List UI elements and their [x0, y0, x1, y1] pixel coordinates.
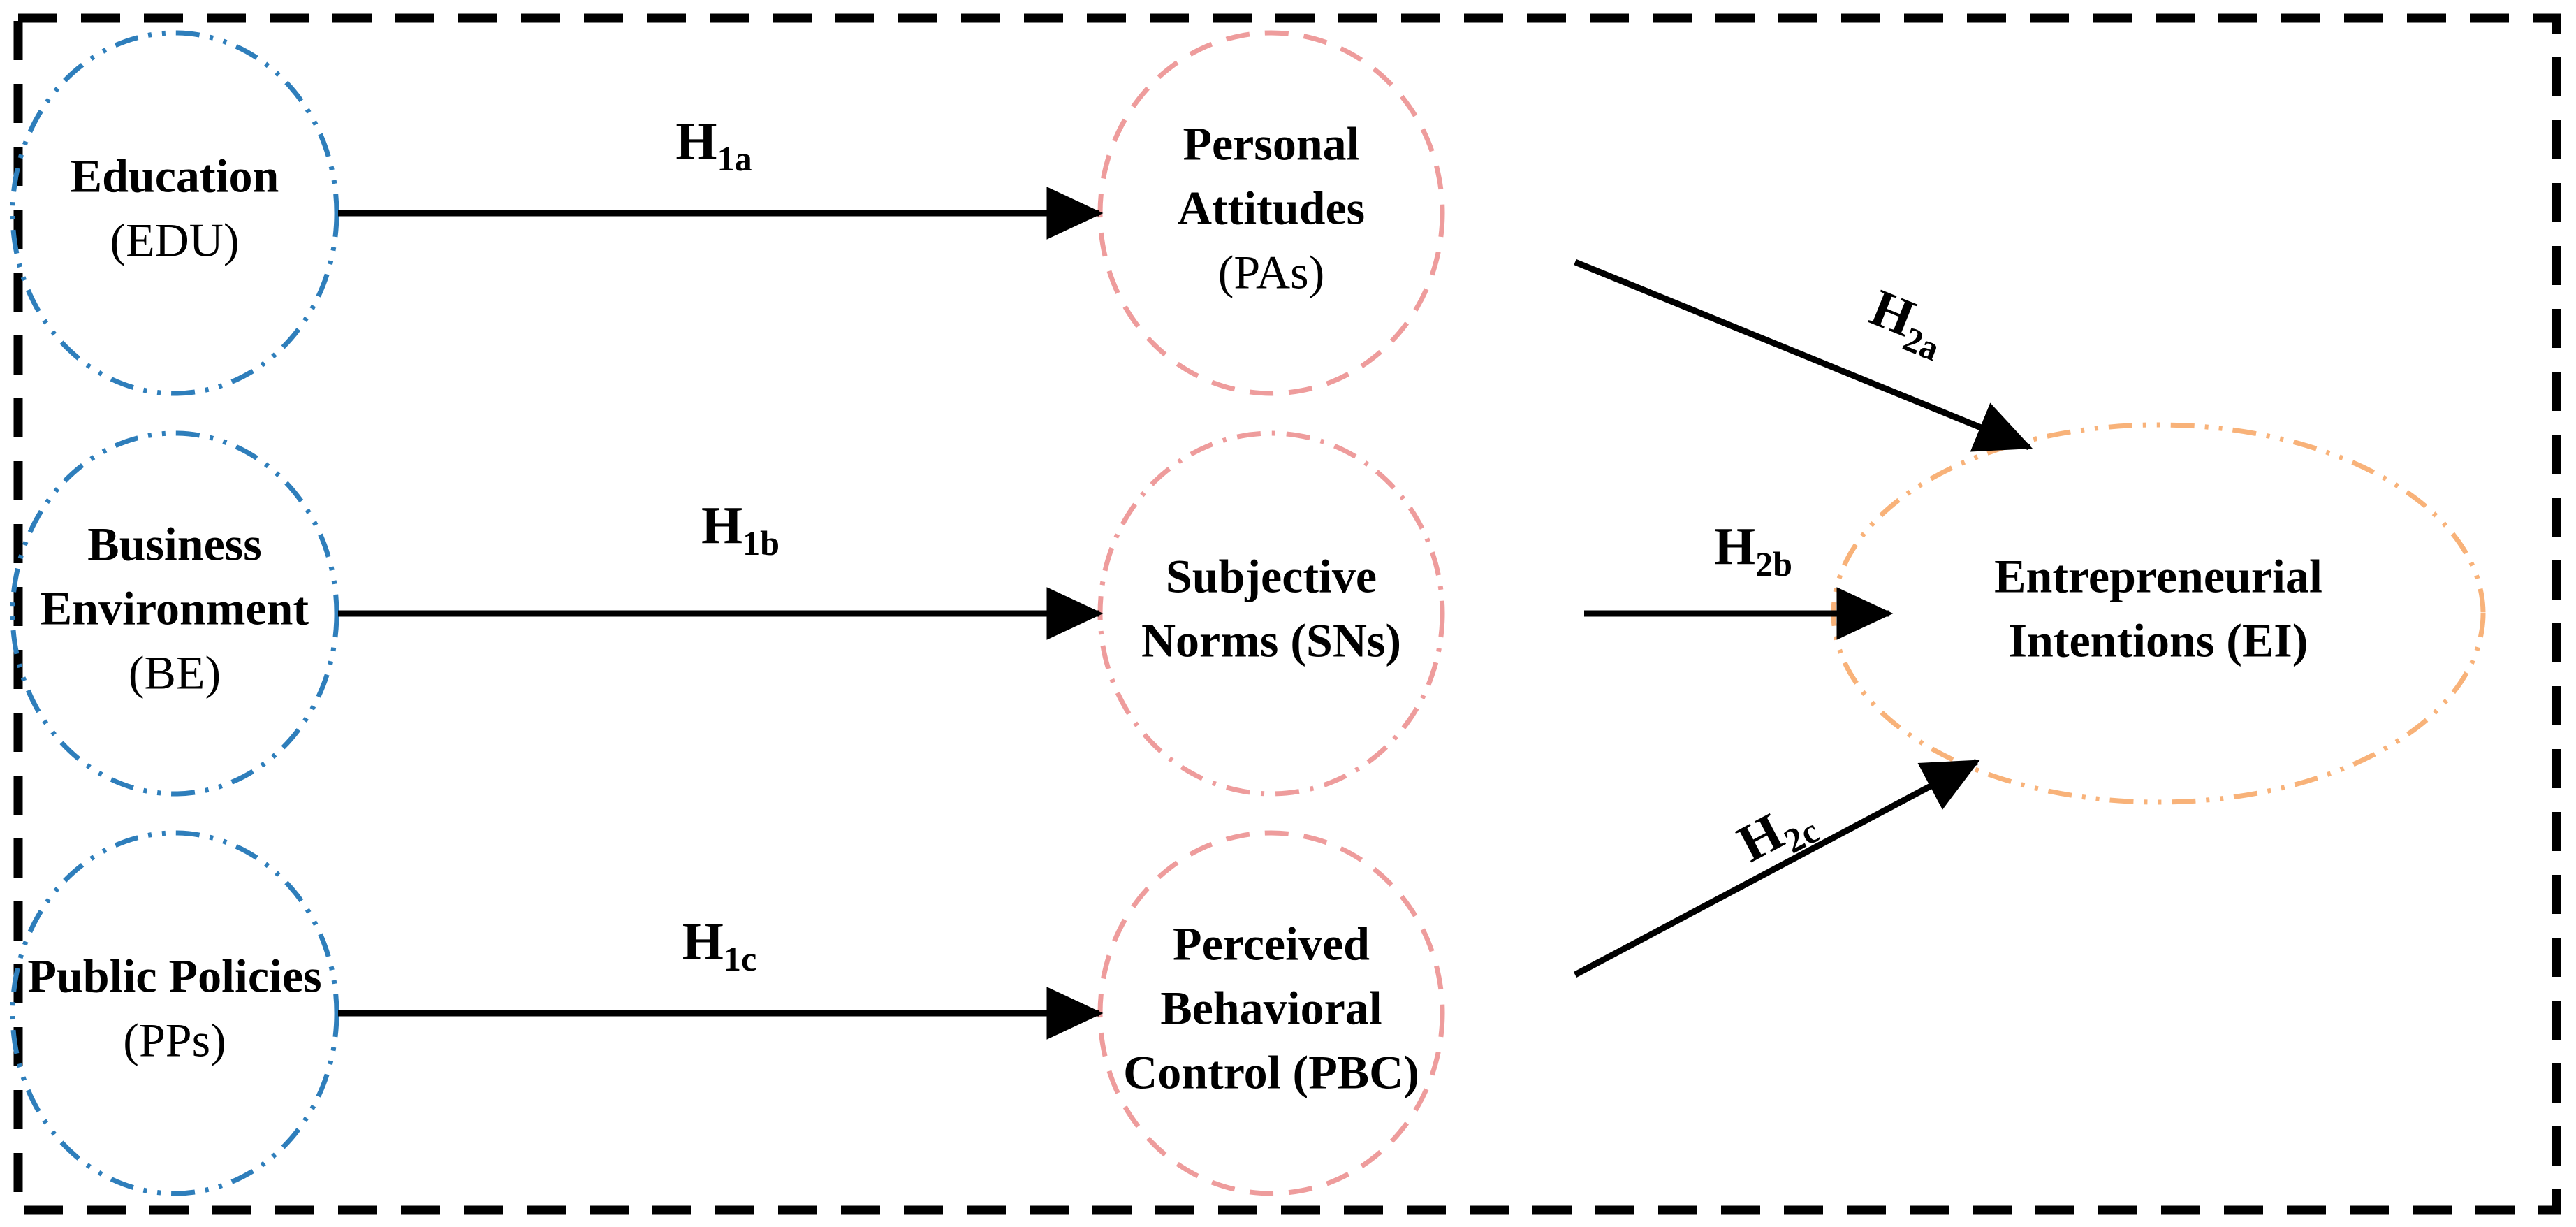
node-pps[interactable]: Public Policies (PPs)	[10, 830, 339, 1196]
node-ellipse-pps	[10, 830, 339, 1196]
edge-arrow-h2c	[1573, 759, 1980, 978]
node-label-ei-line1: Entrepreneurial	[1994, 550, 2322, 603]
node-edu[interactable]: Education (EDU)	[10, 30, 339, 396]
edge-label-h2a: H2a	[1860, 279, 1956, 368]
node-label-pas-line2: Attitudes	[1178, 182, 1365, 235]
node-label-sns-line1: Subjective	[1166, 550, 1377, 603]
node-label-pbc-line3: Control (PBC)	[1123, 1046, 1419, 1099]
node-label-be-line3: (BE)	[129, 646, 221, 699]
node-ellipse-edu	[10, 30, 339, 396]
node-label-be-line2: Environment	[41, 582, 309, 635]
edge-label-main-h1a: H	[675, 112, 717, 170]
node-label-pas-line3: (PAs)	[1218, 246, 1324, 299]
edge-label-main-h1b: H	[701, 496, 742, 555]
edge-label-h2b: H2b	[1714, 517, 1792, 583]
node-label-edu-line2: (EDU)	[110, 214, 239, 267]
edge-label-sub-h1a: 1a	[717, 139, 752, 178]
node-label-pps-line1: Public Policies	[27, 950, 321, 1003]
edge-label-h1b: H1b	[701, 496, 780, 562]
node-label-edu-line1: Education	[71, 150, 279, 203]
edge-label-sub-h1b: 1b	[742, 523, 780, 562]
node-label-pbc-line1: Perceived	[1173, 917, 1370, 971]
edge-label-sub-h1c: 1c	[724, 939, 756, 978]
edge-label-main-h2b: H	[1714, 517, 1755, 576]
node-label-ei-line2: Intentions (EI)	[2009, 614, 2308, 667]
edge-arrow-h2a	[1574, 259, 2033, 452]
edge-label-sub-h2b: 2b	[1755, 544, 1792, 583]
node-label-pas-line1: Personal	[1183, 117, 1359, 170]
node-label-sns-line2: Norms (SNs)	[1141, 614, 1401, 667]
edge-label-main-h1c: H	[682, 912, 724, 971]
node-label-be-line1: Business	[87, 518, 261, 571]
node-label-pbc-line2: Behavioral	[1160, 982, 1382, 1035]
node-ellipse-be	[10, 430, 339, 797]
edge-label-h1c: H1c	[682, 912, 756, 978]
edges-layer	[338, 187, 2033, 1040]
outer-dashed-frame	[13, 13, 2561, 1215]
node-label-pps-line2: (PPs)	[123, 1014, 226, 1067]
edge-label-h1a: H1a	[675, 112, 752, 177]
